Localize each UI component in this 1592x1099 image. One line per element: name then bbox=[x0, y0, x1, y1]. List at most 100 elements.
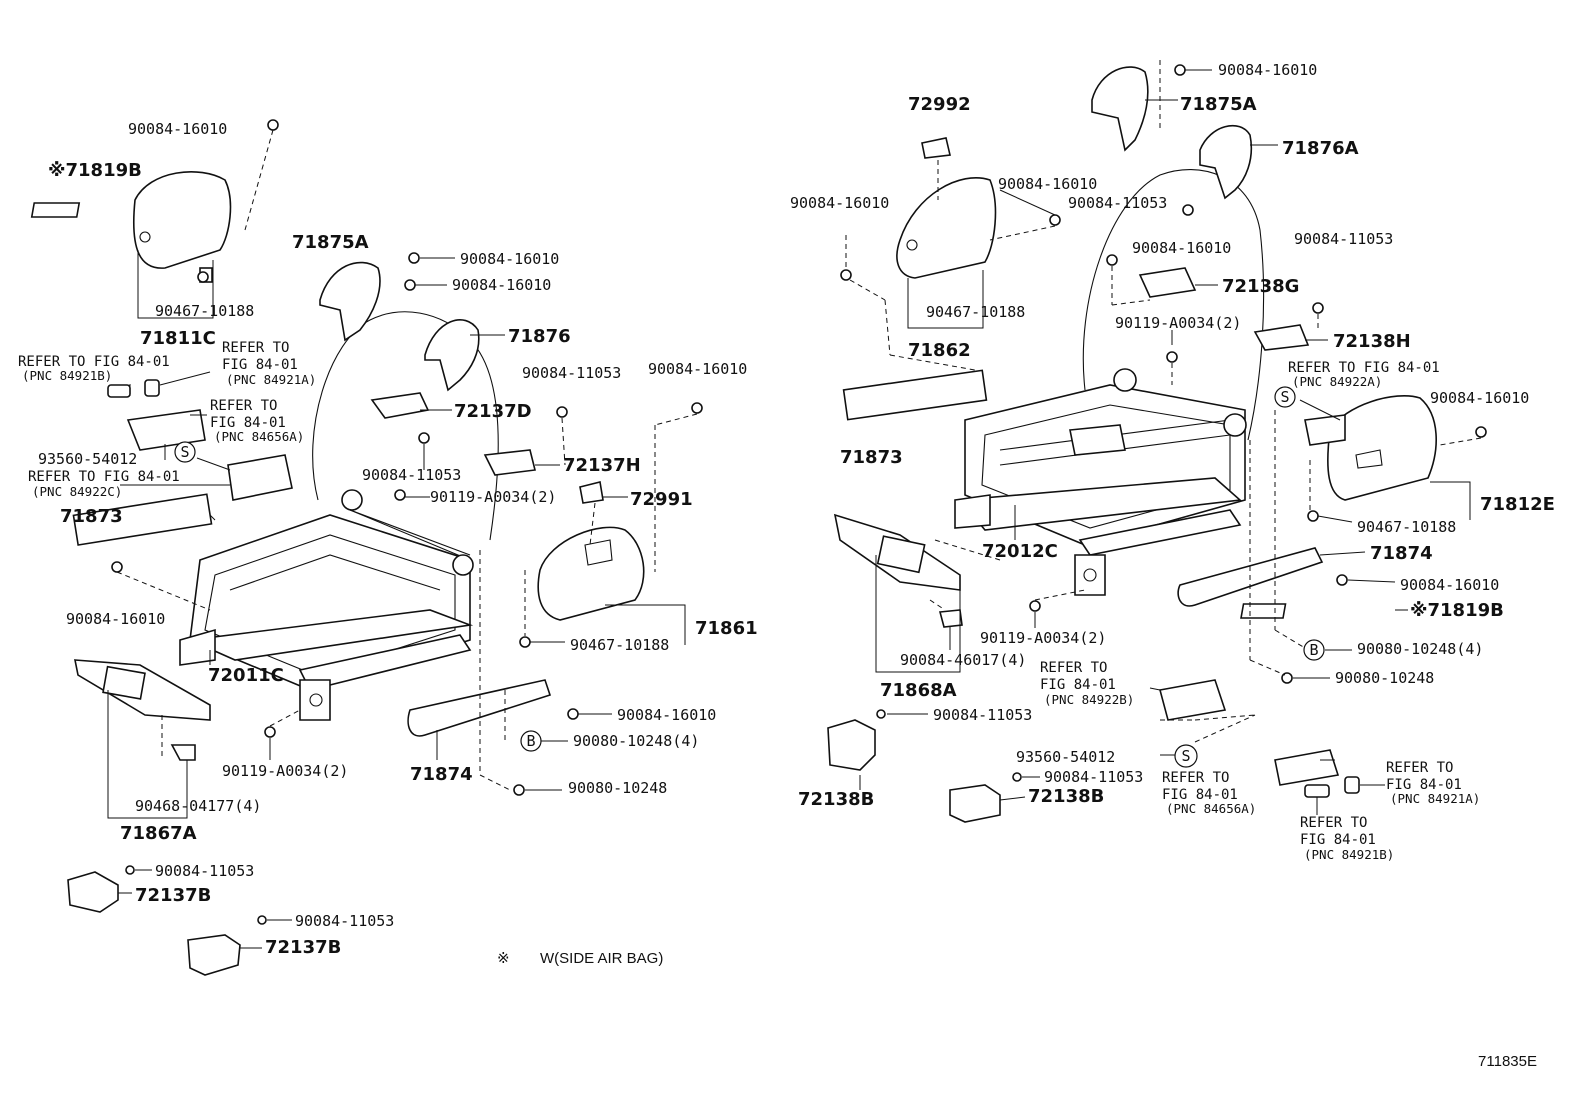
svg-text:REFER TO FIG 84-01: REFER TO FIG 84-01 bbox=[28, 469, 180, 485]
label-72138B: 72138B bbox=[1028, 786, 1104, 807]
left-71811C-cover bbox=[133, 171, 232, 269]
left-seatback-outline bbox=[312, 311, 499, 541]
label-72138H: 72138H bbox=[1333, 331, 1411, 352]
svg-text:B: B bbox=[526, 732, 535, 750]
right-71819B-plate bbox=[1240, 603, 1287, 619]
label-90084-16010: 90084-16010 bbox=[790, 194, 889, 212]
label-71819B: ※71819B bbox=[48, 160, 142, 181]
refer-box-84656A-right: REFER TO FIG 84-01 (PNC 84656A) bbox=[1162, 770, 1256, 816]
label-90467-10188: 90467-10188 bbox=[570, 636, 669, 654]
label-90084-46017: 90084-46017(4) bbox=[900, 651, 1026, 669]
label-71811C: 71811C bbox=[140, 328, 216, 349]
left-seat-rail-inner bbox=[187, 609, 474, 661]
left-72137D-cover bbox=[370, 392, 430, 419]
svg-text:(PNC 84921A): (PNC 84921A) bbox=[1390, 791, 1480, 806]
svg-text:REFER TO: REFER TO bbox=[210, 398, 277, 414]
svg-text:REFER TO: REFER TO bbox=[1040, 660, 1107, 676]
svg-text:S: S bbox=[1280, 388, 1289, 406]
left-seat-assembly bbox=[30, 119, 703, 976]
label-90084-11053: 90084-11053 bbox=[155, 862, 254, 880]
circled-symbol-s-right-bottom: S bbox=[1174, 744, 1198, 768]
label-93560-54012: 93560-54012 bbox=[1016, 748, 1115, 766]
label-72138B: 72138B bbox=[798, 789, 874, 810]
label-71875A: 71875A bbox=[292, 232, 369, 253]
refer-box-84656A-left: REFER TO FIG 84-01 (PNC 84656A) bbox=[210, 398, 304, 444]
right-72138G-cover bbox=[1138, 267, 1197, 298]
label-71861: 71861 bbox=[695, 618, 758, 639]
label-90119-A0034: 90119-A0034(2) bbox=[222, 762, 348, 780]
refer-box-84921B-right: REFER TO FIG 84-01 (PNC 84921B) bbox=[1300, 815, 1394, 862]
label-90080-10248: 90080-10248(4) bbox=[1357, 640, 1483, 658]
label-90084-11053: 90084-11053 bbox=[295, 912, 394, 930]
right-71873-trim bbox=[842, 369, 988, 421]
right-71812E-cover bbox=[1327, 395, 1437, 501]
label-90084-16010: 90084-16010 bbox=[998, 175, 1097, 193]
label-72991: 72991 bbox=[630, 489, 693, 510]
label-93560-54012: 93560-54012 bbox=[38, 450, 137, 468]
label-72137B: 72137B bbox=[265, 937, 341, 958]
svg-text:REFER TO: REFER TO bbox=[1162, 770, 1229, 786]
label-71874: 71874 bbox=[410, 764, 473, 785]
left-71875A-bracket bbox=[319, 261, 381, 342]
label-90084-11053: 90084-11053 bbox=[362, 466, 461, 484]
right-71862-cover bbox=[896, 177, 997, 279]
label-90084-11053: 90084-11053 bbox=[1044, 768, 1143, 786]
label-90084-16010: 90084-16010 bbox=[66, 610, 165, 628]
refer-box-84922A-right: REFER TO FIG 84-01 (PNC 84922A) bbox=[1288, 360, 1440, 389]
label-72992: 72992 bbox=[908, 94, 971, 115]
label-71875A: 71875A bbox=[1180, 94, 1257, 115]
label-90084-16010: 90084-16010 bbox=[1132, 239, 1231, 257]
label-71819B: ※71819B bbox=[1410, 600, 1504, 621]
label-90084-11053: 90084-11053 bbox=[1294, 230, 1393, 248]
svg-text:W(SIDE AIR BAG): W(SIDE AIR BAG) bbox=[540, 950, 663, 967]
label-90467-10188: 90467-10188 bbox=[1357, 518, 1456, 536]
circled-symbol-s-right-top: S bbox=[1274, 386, 1296, 408]
label-90467-10188: 90467-10188 bbox=[155, 302, 254, 320]
left-switch-assy bbox=[227, 454, 293, 501]
svg-text:REFER TO: REFER TO bbox=[222, 340, 289, 356]
left-71876-bracket bbox=[424, 319, 480, 392]
label-90084-11053: 90084-11053 bbox=[522, 364, 621, 382]
left-switch-knob bbox=[107, 384, 131, 398]
label-90119-A0034: 90119-A0034(2) bbox=[430, 488, 556, 506]
label-90084-11053: 90084-11053 bbox=[1068, 194, 1167, 212]
label-90084-16010: 90084-16010 bbox=[460, 250, 559, 268]
label-90468-04177: 90468-04177(4) bbox=[135, 797, 261, 815]
refer-box-84922B-right: REFER TO FIG 84-01 (PNC 84922B) bbox=[1040, 660, 1134, 707]
right-72138B-cap-b bbox=[949, 784, 1001, 823]
refer-box-84922C-left: REFER TO FIG 84-01 (PNC 84922C) bbox=[28, 469, 180, 499]
svg-text:REFER TO: REFER TO bbox=[1300, 815, 1367, 831]
label-72138G: 72138G bbox=[1222, 276, 1299, 297]
svg-text:FIG 84-01: FIG 84-01 bbox=[210, 415, 286, 431]
side-airbag-note: ※ W(SIDE AIR BAG) bbox=[497, 950, 663, 967]
svg-text:※: ※ bbox=[497, 950, 510, 967]
label-90467-10188: 90467-10188 bbox=[926, 303, 1025, 321]
label-72012C: 72012C bbox=[982, 541, 1058, 562]
label-90084-16010: 90084-16010 bbox=[128, 120, 227, 138]
svg-text:(PNC 84921B): (PNC 84921B) bbox=[1304, 847, 1394, 862]
right-72138H-cover bbox=[1253, 324, 1310, 351]
svg-text:S: S bbox=[180, 443, 189, 461]
left-71873-trim bbox=[72, 493, 213, 546]
right-71876A-bracket bbox=[1199, 124, 1253, 200]
refer-box-84921B-left: REFER TO FIG 84-01 (PNC 84921B) bbox=[18, 354, 170, 383]
label-71876: 71876 bbox=[508, 326, 571, 347]
svg-text:REFER TO: REFER TO bbox=[1386, 760, 1453, 776]
left-72991-clip bbox=[579, 481, 604, 504]
right-72992-clip bbox=[921, 137, 951, 159]
label-90084-16010: 90084-16010 bbox=[648, 360, 747, 378]
right-71875A-bracket bbox=[1091, 66, 1149, 152]
label-71873: 71873 bbox=[60, 506, 123, 527]
label-72137B: 72137B bbox=[135, 885, 211, 906]
label-90119-A0034: 90119-A0034(2) bbox=[980, 629, 1106, 647]
svg-text:(PNC 84922C): (PNC 84922C) bbox=[32, 484, 122, 499]
label-90084-16010: 90084-16010 bbox=[1430, 389, 1529, 407]
svg-text:(PNC 84656A): (PNC 84656A) bbox=[214, 429, 304, 444]
left-71819B-plate bbox=[30, 202, 81, 218]
label-72137H: 72137H bbox=[563, 455, 641, 476]
label-72137D: 72137D bbox=[454, 401, 532, 422]
right-switch-assy bbox=[1159, 679, 1227, 721]
left-switch-bezel bbox=[126, 409, 206, 451]
label-71868A: 71868A bbox=[880, 680, 957, 701]
